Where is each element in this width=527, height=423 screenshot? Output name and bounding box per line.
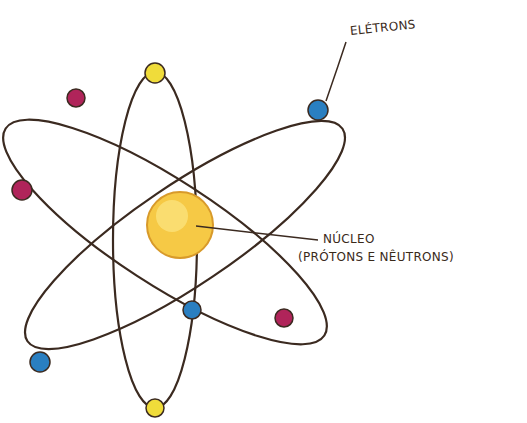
leader-line: [326, 42, 346, 101]
orbit: [0, 85, 353, 379]
electron: [183, 301, 201, 319]
nucleus-highlight: [156, 200, 188, 232]
electron: [146, 399, 164, 417]
part-label: ELÉTRONS: [349, 17, 416, 38]
orbit: [0, 87, 370, 382]
electron: [30, 352, 50, 372]
electron: [12, 180, 32, 200]
electron: [67, 89, 85, 107]
part-label: NÚCLEO: [323, 232, 375, 246]
electron: [308, 100, 328, 120]
orbits: [0, 72, 370, 408]
electron: [145, 63, 165, 83]
electron: [275, 309, 293, 327]
nucleus: [147, 192, 213, 258]
electrons: [12, 63, 328, 417]
part-label: (PRÓTONS E NÊUTRONS): [298, 250, 454, 264]
leader-lines: [196, 42, 346, 240]
leader-line: [196, 226, 318, 240]
